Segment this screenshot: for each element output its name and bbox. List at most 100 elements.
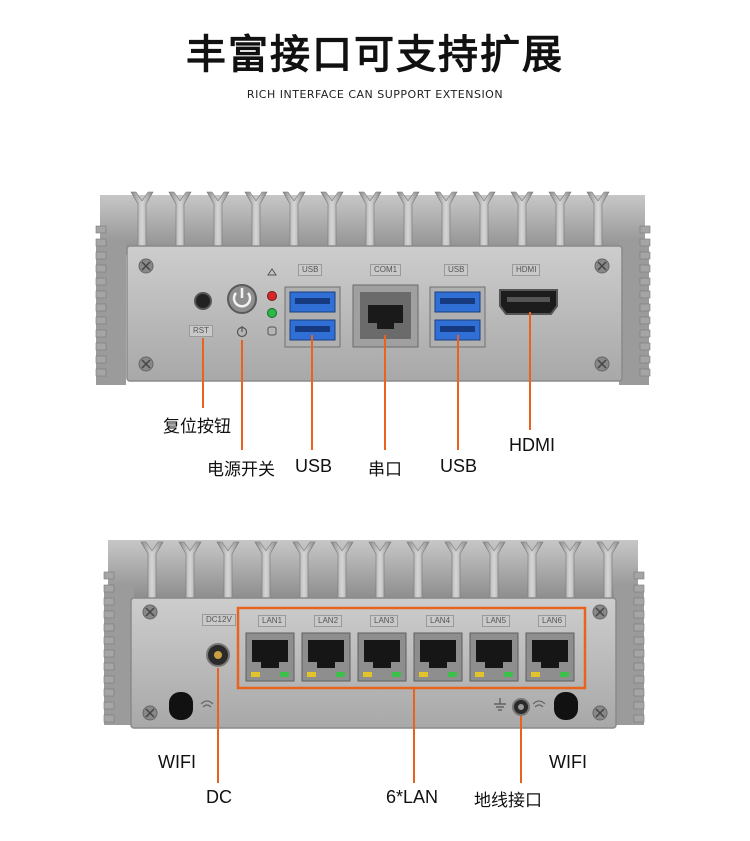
lan-port-icon	[525, 632, 575, 682]
heatsink-fin	[206, 191, 230, 249]
usb-left-port-label: USB	[298, 264, 323, 276]
heatsink-fin	[406, 541, 430, 601]
heatsink-fin	[510, 191, 534, 249]
heatsink-fin	[633, 610, 645, 619]
ground-port-callout: 地线接口	[474, 791, 542, 811]
heatsink-fin	[103, 649, 115, 658]
lan-port-label: LAN3	[370, 615, 399, 627]
heatsink-fin	[95, 225, 107, 234]
heatsink-fin	[103, 675, 115, 684]
led-indicator-icon	[267, 268, 277, 336]
hdmi-port-icon	[499, 289, 558, 315]
heatsink-fin	[596, 541, 620, 601]
heatsink-fin	[639, 303, 651, 312]
screw-icon	[592, 705, 608, 721]
com-port-label: COM1	[370, 264, 402, 276]
dc-callout: DC	[206, 787, 232, 807]
heatsink-fin	[330, 541, 354, 601]
heatsink-fin	[292, 541, 316, 601]
power-button-icon	[227, 284, 257, 314]
page-title: 丰富接口可支持扩展	[186, 32, 564, 78]
heatsink-fin	[95, 342, 107, 351]
heatsink-fin	[633, 675, 645, 684]
heatsink-fin	[95, 264, 107, 273]
heatsink-fin	[103, 714, 115, 723]
wifi-antenna-right-icon	[554, 692, 578, 720]
heatsink-fin	[140, 541, 164, 601]
wifi-left-callout: WIFI	[158, 752, 196, 772]
heatsink-fin	[639, 225, 651, 234]
heatsink-fin	[633, 649, 645, 658]
heatsink-fin	[434, 191, 458, 249]
heatsink-fin	[633, 714, 645, 723]
heatsink-fin	[178, 541, 202, 601]
heatsink-fin	[633, 571, 645, 580]
screw-icon	[142, 705, 158, 721]
heatsink-fin	[548, 191, 572, 249]
heatsink-fin	[520, 541, 544, 601]
heatsink-fin	[558, 541, 582, 601]
lan-highlight-box	[236, 606, 587, 690]
lan-port-icon	[413, 632, 463, 682]
heatsink-fin	[639, 355, 651, 364]
heatsink-fin	[396, 191, 420, 249]
heatsink-fin	[639, 316, 651, 325]
heatsink-fin	[282, 191, 306, 249]
heatsink-fin	[95, 316, 107, 325]
heatsink-fin	[639, 264, 651, 273]
screw-icon	[138, 258, 154, 274]
lan-port-icon	[245, 632, 295, 682]
heatsink-fin	[95, 238, 107, 247]
hdmi-callout: HDMI	[509, 435, 555, 455]
wifi-symbol-icon	[532, 700, 546, 708]
heatsink-fin	[444, 541, 468, 601]
heatsink-fin	[103, 610, 115, 619]
screw-icon	[594, 356, 610, 372]
wifi-antenna-left-icon	[169, 692, 193, 720]
heatsink-fin	[95, 329, 107, 338]
heatsink-fin	[95, 290, 107, 299]
rst-label: RST	[189, 325, 213, 337]
heatsink-fin	[95, 251, 107, 260]
lan-port-icon	[301, 632, 351, 682]
screw-icon	[142, 604, 158, 620]
heatsink-fin	[586, 191, 610, 249]
wifi-symbol-icon	[200, 700, 214, 708]
heatsink-fin	[639, 251, 651, 260]
usb-left-callout: USB	[295, 456, 333, 476]
dc12v-label: DC12V	[202, 614, 236, 626]
screw-icon	[138, 356, 154, 372]
heatsink-fin	[216, 541, 240, 601]
reset-button-callout: 复位按钮	[163, 417, 231, 437]
lan-port-icon	[469, 632, 519, 682]
lan-port-label: LAN2	[314, 615, 343, 627]
heatsink-fin	[639, 290, 651, 299]
heatsink-fin	[103, 584, 115, 593]
front-unit	[95, 191, 651, 450]
rear-callout-lines	[217, 668, 522, 783]
power-symbol-icon	[236, 326, 248, 338]
heatsink-fin	[168, 191, 192, 249]
heatsink-fin	[130, 191, 154, 249]
lan-port-label: LAN1	[258, 615, 287, 627]
heatsink-fin	[633, 623, 645, 632]
screw-icon	[594, 258, 610, 274]
heatsink-fin	[639, 238, 651, 247]
heatsink-fin	[95, 368, 107, 377]
front-callout-lines	[202, 312, 531, 450]
heatsink-fin	[320, 191, 344, 249]
heatsink-fin	[95, 303, 107, 312]
reset-button-icon	[194, 292, 212, 310]
heatsink-fin	[639, 277, 651, 286]
usb-right-callout: USB	[440, 456, 478, 476]
serial-port-callout: 串口	[368, 460, 402, 480]
heatsink-fin	[358, 191, 382, 249]
dc-jack-icon	[206, 643, 230, 667]
lan-port-label: LAN5	[482, 615, 511, 627]
heatsink-fin	[633, 662, 645, 671]
lan-callout: 6*LAN	[386, 787, 439, 807]
heatsink-fin	[633, 636, 645, 645]
ground-terminal-icon	[512, 698, 530, 716]
lan-port-label: LAN6	[538, 615, 567, 627]
